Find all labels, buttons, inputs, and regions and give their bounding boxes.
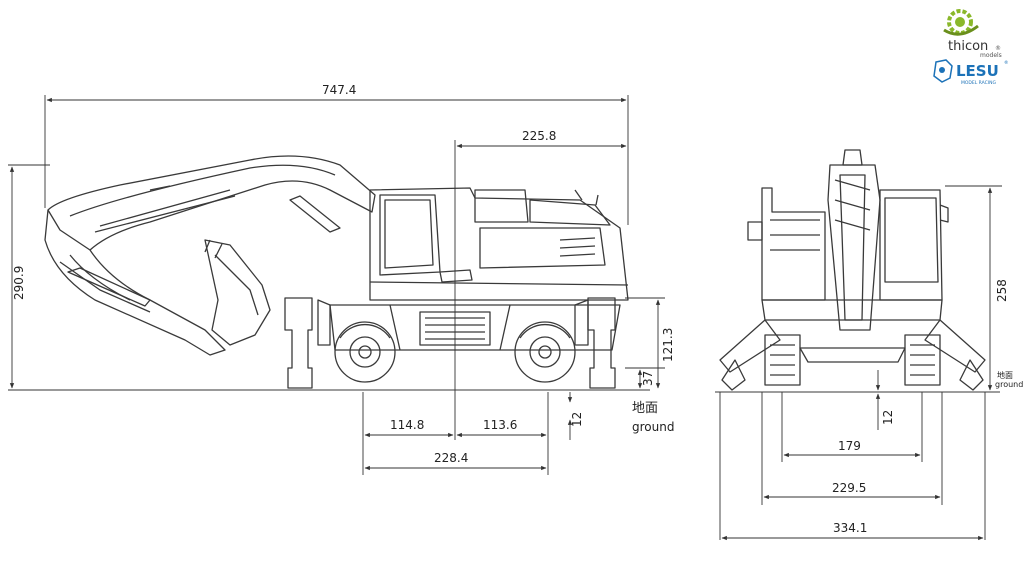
front-axle-offset-label: 113.6	[483, 418, 517, 432]
outrigger-width-label: 334.1	[833, 521, 867, 535]
ground-cn-label: 地面	[632, 401, 658, 416]
front-ground-offset-label: 12	[881, 410, 895, 425]
front-view-labels: 258 12 179 229.5 334.1 地面 ground	[832, 279, 1023, 535]
track-inner-label: 179	[838, 439, 861, 453]
frame-height-label: 121.3	[661, 328, 675, 362]
lesu-logo: LESU ® MODEL RACING	[933, 59, 1009, 86]
side-view-dimensions	[8, 95, 665, 475]
rear-axle-offset-label: 114.8	[390, 418, 424, 432]
side-view-labels: 747.4 225.8 290.9 121.3 37 12 114.8 113.…	[12, 83, 675, 465]
ground-offset-label: 12	[570, 412, 584, 427]
front-view-dimensions	[719, 185, 1002, 541]
thicon-sub: models	[980, 52, 1002, 59]
thicon-logo: thicon ® models	[943, 9, 1002, 59]
front-height-label: 258	[995, 279, 1009, 302]
cab-length-label: 225.8	[522, 129, 556, 143]
overall-length-label: 747.4	[322, 83, 356, 97]
lesu-sub: MODEL RACING	[961, 80, 996, 86]
ground-en-label: ground	[632, 420, 674, 434]
front-ground-cn-label: 地面	[997, 370, 1013, 380]
front-ground-en-label: ground	[995, 380, 1023, 389]
thicon-name: thicon	[948, 39, 988, 54]
track-outer-label: 229.5	[832, 481, 866, 495]
thicon-reg: ®	[995, 45, 1001, 52]
side-view-excavator	[44, 155, 650, 391]
outrigger-clearance-label: 37	[641, 371, 655, 386]
lesu-reg: ®	[1004, 59, 1009, 66]
thicon-gear-icon	[943, 9, 979, 36]
wheelbase-label: 228.4	[434, 451, 468, 465]
lesu-name: LESU	[956, 62, 999, 80]
lion-head-icon	[933, 59, 953, 83]
front-view-excavator	[715, 149, 1000, 393]
overall-height-label: 290.9	[12, 266, 26, 300]
